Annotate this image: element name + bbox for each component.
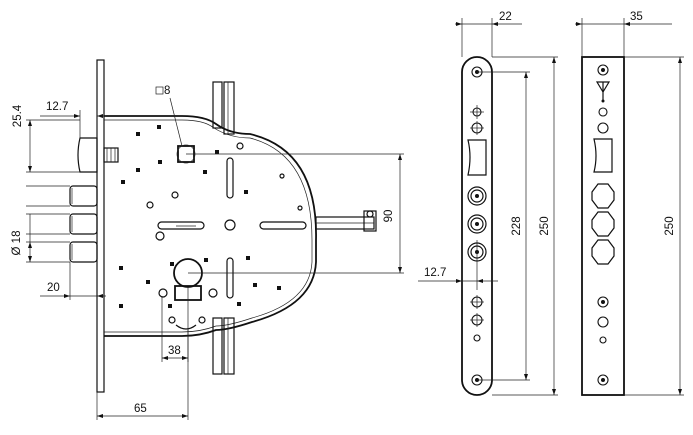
bolt-3 xyxy=(69,241,98,263)
latch-window xyxy=(467,139,487,176)
faceplate-front-view xyxy=(461,56,493,396)
bolt-2 xyxy=(69,213,98,235)
dim-12-7-top: 12.7 xyxy=(46,101,68,113)
bolt-ends xyxy=(467,186,487,262)
dim-20: 20 xyxy=(47,282,60,294)
slot-upper xyxy=(226,157,234,199)
dim-250-strike: 250 xyxy=(664,216,676,235)
lock-faceplate xyxy=(96,59,105,393)
brand-logo-icon xyxy=(595,81,611,103)
left-view-dimensions xyxy=(26,86,404,420)
faceplate-outline xyxy=(461,56,493,396)
faceplate-dimensions xyxy=(418,18,558,396)
bolt-1 xyxy=(69,185,98,207)
dim-65: 65 xyxy=(134,403,147,415)
dim-250-faceplate: 250 xyxy=(539,216,551,235)
lock-body-view xyxy=(69,59,377,393)
dim-12-7-bottom: 12.7 xyxy=(424,267,446,279)
dim-bolt-diameter: Ø 18 xyxy=(11,231,23,256)
strike-bolt-window-1 xyxy=(591,183,615,209)
dim-90: 90 xyxy=(383,210,395,223)
bottom-rod xyxy=(212,317,235,375)
dim-38: 38 xyxy=(168,345,181,357)
strike-latch-window xyxy=(593,138,613,173)
latch xyxy=(77,137,119,173)
lock-case-outline xyxy=(104,115,317,337)
slot-lower xyxy=(226,257,234,299)
dim-35: 35 xyxy=(630,11,643,23)
strike-bolt-window-3 xyxy=(591,239,615,265)
top-rod xyxy=(212,81,235,135)
dim-22: 22 xyxy=(499,11,512,23)
side-rod xyxy=(315,210,377,232)
dim-25-4: 25.4 xyxy=(12,104,24,127)
dim-spindle-8: 8 xyxy=(164,85,170,97)
dim-228: 228 xyxy=(511,216,523,235)
strike-bolt-window-2 xyxy=(591,211,615,237)
strike-plate-outline xyxy=(581,56,625,396)
strike-plate-dimensions xyxy=(575,18,684,396)
strike-plate-view xyxy=(581,56,625,396)
